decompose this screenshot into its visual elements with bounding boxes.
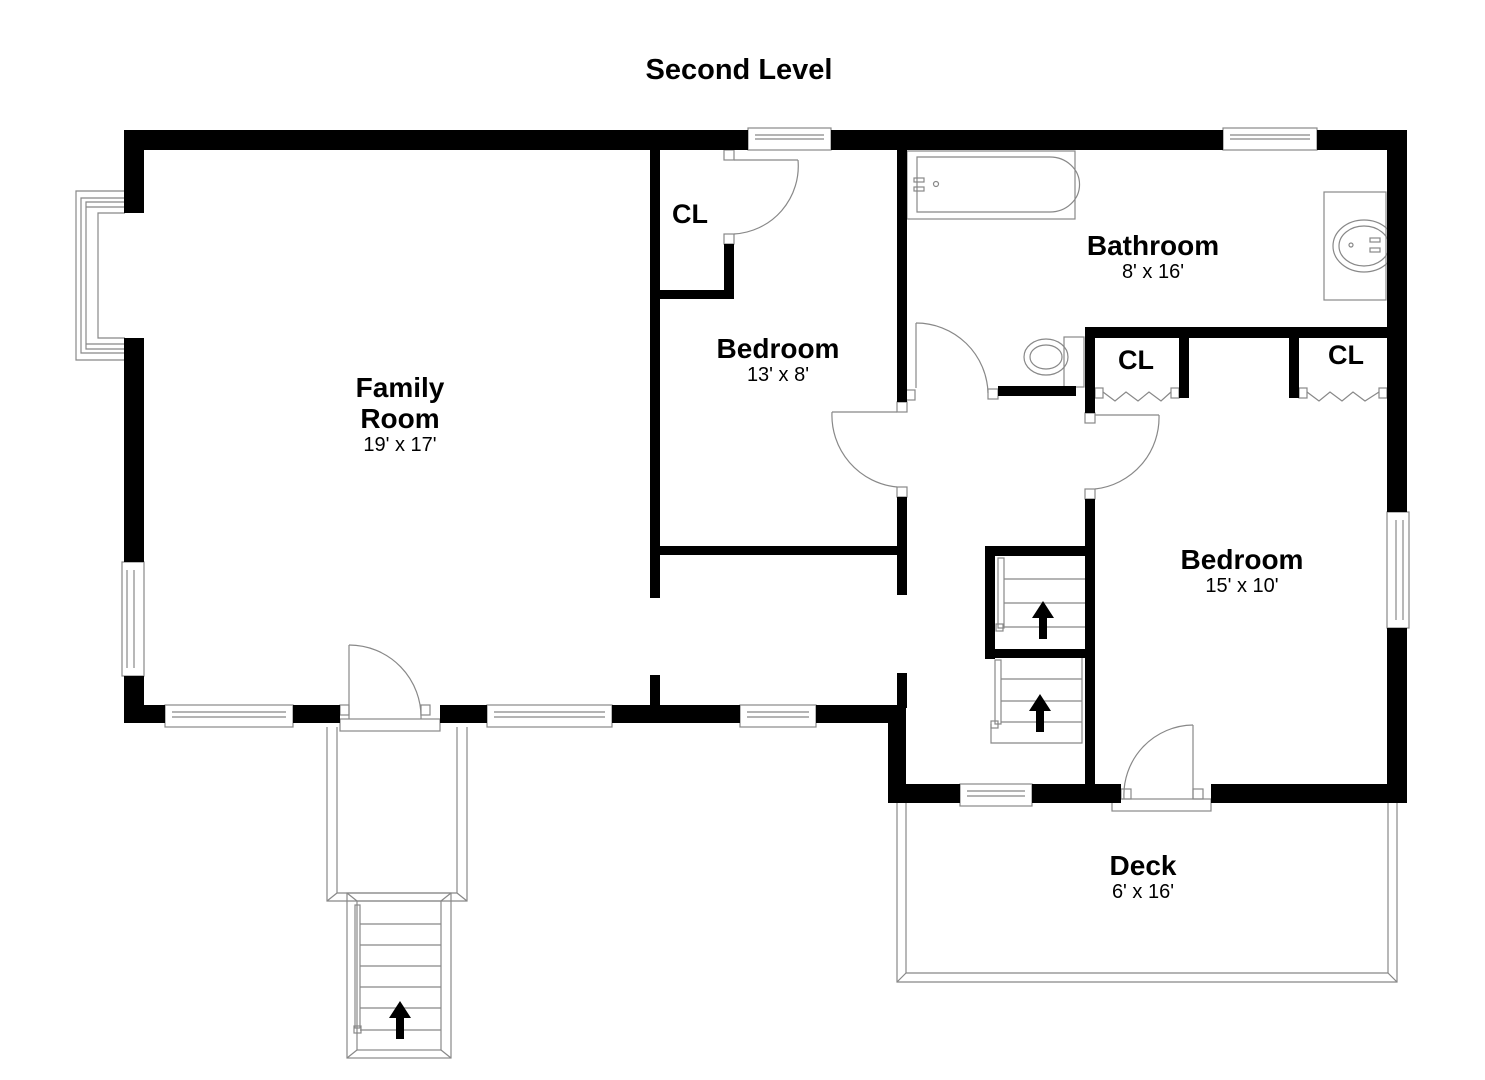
window-icon — [486, 704, 613, 728]
closet-label: CL — [1118, 345, 1154, 375]
bifold-door-icon — [1094, 387, 1180, 402]
room-label-deck: Deck 6' x 16' — [1043, 850, 1243, 903]
room-dimensions: 15' x 10' — [1205, 575, 1279, 597]
walls — [124, 130, 1407, 803]
bifold-door-icon — [1298, 387, 1388, 402]
window-icon — [121, 561, 145, 677]
arrows — [389, 601, 1054, 1039]
porch-landing — [326, 727, 468, 902]
room-dimensions: 13' x 8' — [746, 364, 810, 386]
page-title: Second Level — [645, 54, 833, 86]
exterior-stairs-icon — [346, 892, 452, 1059]
up-arrow-icon — [1029, 694, 1051, 732]
room-name: Bedroom — [1180, 544, 1304, 575]
room-name: Deck — [1109, 850, 1177, 881]
bathtub-icon — [906, 150, 1081, 220]
room-name: Family — [355, 372, 445, 403]
stairs-icon — [990, 656, 1083, 744]
up-arrow-icon — [1032, 601, 1054, 639]
door-swing-icon — [1084, 412, 1160, 500]
toilet-icon — [1023, 336, 1085, 388]
bay-window-icon — [75, 190, 125, 361]
door-swing-icon — [339, 644, 441, 732]
room-dimensions: 6' x 16' — [1111, 881, 1175, 903]
room-name: Room — [360, 403, 440, 434]
room-label-family-room: Family Room 19' x 17' — [300, 372, 500, 456]
room-name: Bathroom — [1086, 230, 1220, 261]
door-swing-icon — [723, 149, 799, 245]
room-name: Bedroom — [716, 333, 840, 364]
room-dimensions: 8' x 16' — [1121, 261, 1185, 283]
door-swing-icon — [1111, 724, 1212, 812]
window-icon — [164, 704, 294, 728]
room-label-bathroom: Bathroom 8' x 16' — [1053, 230, 1253, 283]
window-icon — [747, 127, 832, 151]
window-icon — [739, 704, 817, 728]
room-dimensions: 19' x 17' — [363, 434, 437, 456]
up-arrow-icon — [389, 1001, 411, 1039]
deck-outline — [896, 803, 1398, 983]
door-swing-icon — [904, 322, 999, 401]
sink-icon — [1323, 191, 1396, 301]
window-icon — [1222, 127, 1318, 151]
room-label-bedroom-2: Bedroom 15' x 10' — [1142, 544, 1342, 597]
closet-label: CL — [1328, 340, 1364, 370]
door-swing-icon — [831, 401, 908, 498]
room-label-bedroom-1: Bedroom 13' x 8' — [678, 333, 878, 386]
window-icon — [1386, 511, 1410, 629]
closet-label: CL — [672, 199, 708, 229]
window-icon — [959, 783, 1033, 807]
